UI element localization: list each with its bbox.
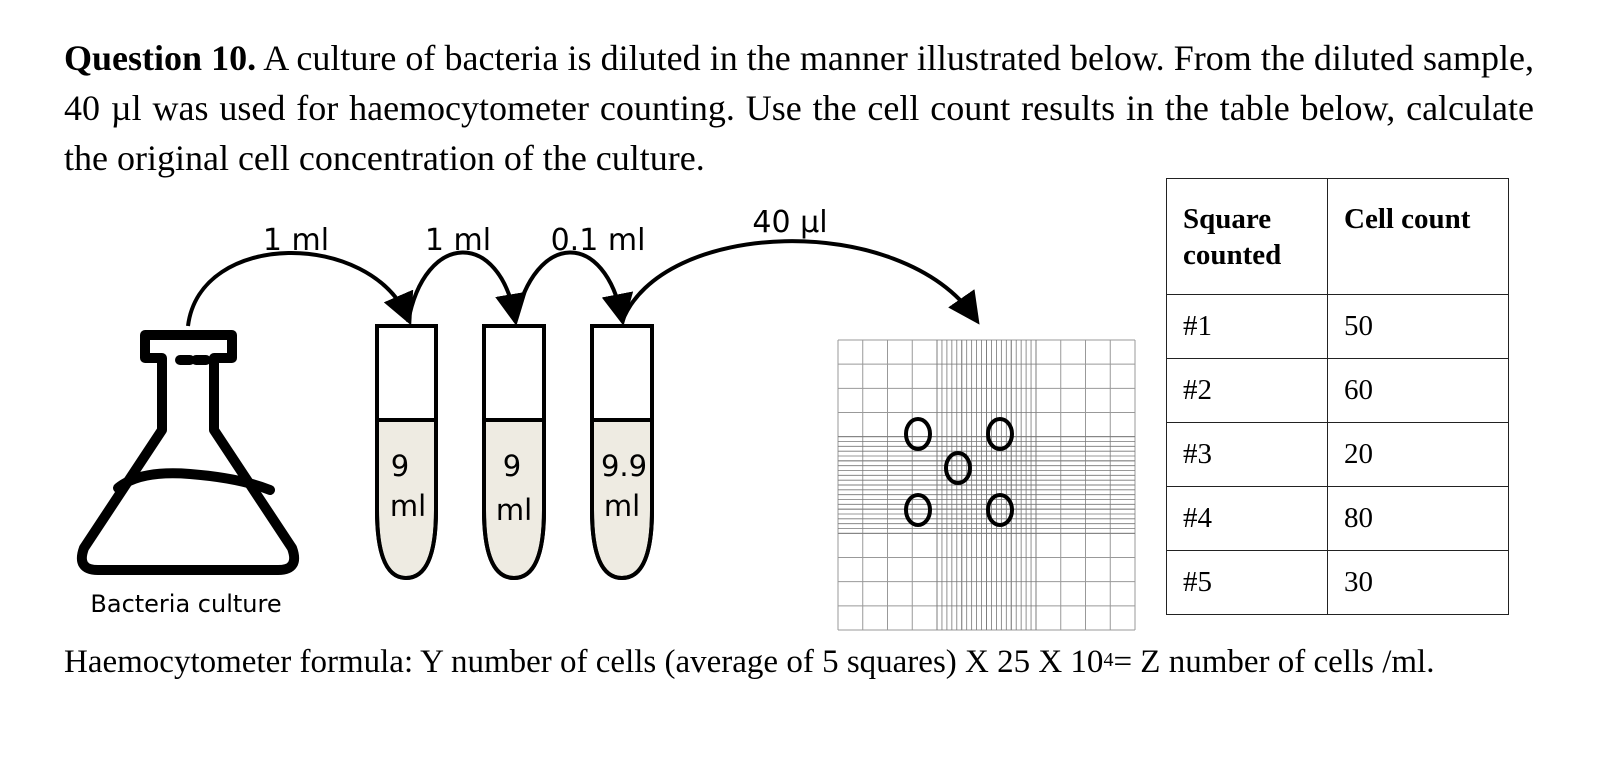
transfer-arrow-3	[513, 250, 634, 326]
formula-exponent: 4	[1103, 649, 1114, 671]
tube-1-unit: ml	[390, 489, 426, 523]
tube-3-unit: ml	[604, 489, 640, 523]
flask-label: Bacteria culture	[90, 590, 281, 618]
question-label: Question 10.	[64, 38, 257, 78]
count-cell: 30	[1327, 550, 1509, 615]
dilution-diagram: 1 ml 1 ml 0.1 ml 40 µl Bacteria culture …	[76, 205, 1136, 631]
square-cell: #1	[1166, 294, 1328, 359]
tube-2-volume: 9	[503, 449, 521, 483]
formula-main: Haemocytometer formula: Y number of cell…	[64, 644, 1104, 680]
tube-2-unit: ml	[496, 493, 532, 527]
table-row: #4 80	[1166, 486, 1509, 551]
tube-1-volume: 9	[391, 449, 409, 483]
count-cell: 60	[1327, 358, 1509, 423]
tube-1: 9 ml	[375, 324, 438, 581]
header-cell-count: Cell count	[1327, 178, 1509, 295]
transfer-label-2: 1 ml	[425, 223, 491, 258]
square-cell: #3	[1166, 422, 1328, 487]
count-cell: 80	[1327, 486, 1509, 551]
table-row: #5 30	[1166, 550, 1509, 615]
transfer-arrow-2	[406, 250, 527, 326]
haemocytometer-formula: Haemocytometer formula: Y number of cell…	[64, 640, 1564, 684]
table-header-row: Square counted Cell count	[1166, 178, 1509, 295]
transfer-label-4: 40 µl	[752, 205, 827, 240]
transfer-label-1: 1 ml	[263, 223, 329, 258]
counted-squares-icon	[904, 417, 1014, 527]
header-square-counted: Square counted	[1166, 178, 1328, 295]
haemocytometer-grid-icon	[837, 339, 1136, 631]
count-cell: 50	[1327, 294, 1509, 359]
cell-count-table: Square counted Cell count #1 50 #2 60 #3…	[1166, 178, 1509, 615]
tube-2: 9 ml	[482, 324, 546, 581]
transfer-arrow-4	[620, 239, 980, 325]
table-row: #2 60	[1166, 358, 1509, 423]
square-cell: #2	[1166, 358, 1328, 423]
tube-3-volume: 9.9	[601, 449, 647, 483]
square-cell: #4	[1166, 486, 1328, 551]
count-cell: 20	[1327, 422, 1509, 487]
transfer-label-3: 0.1 ml	[551, 223, 646, 258]
transfer-arrow-1	[186, 251, 414, 327]
table-row: #3 20	[1166, 422, 1509, 487]
question-text: Question 10. A culture of bacteria is di…	[64, 33, 1534, 183]
table-row: #1 50	[1166, 294, 1509, 359]
tube-3: 9.9 ml	[590, 324, 654, 581]
formula-result: = Z number of cells /ml.	[1113, 644, 1435, 680]
flask-icon	[76, 330, 300, 575]
square-cell: #5	[1166, 550, 1328, 615]
question-body: A culture of bacteria is diluted in the …	[64, 38, 1534, 178]
